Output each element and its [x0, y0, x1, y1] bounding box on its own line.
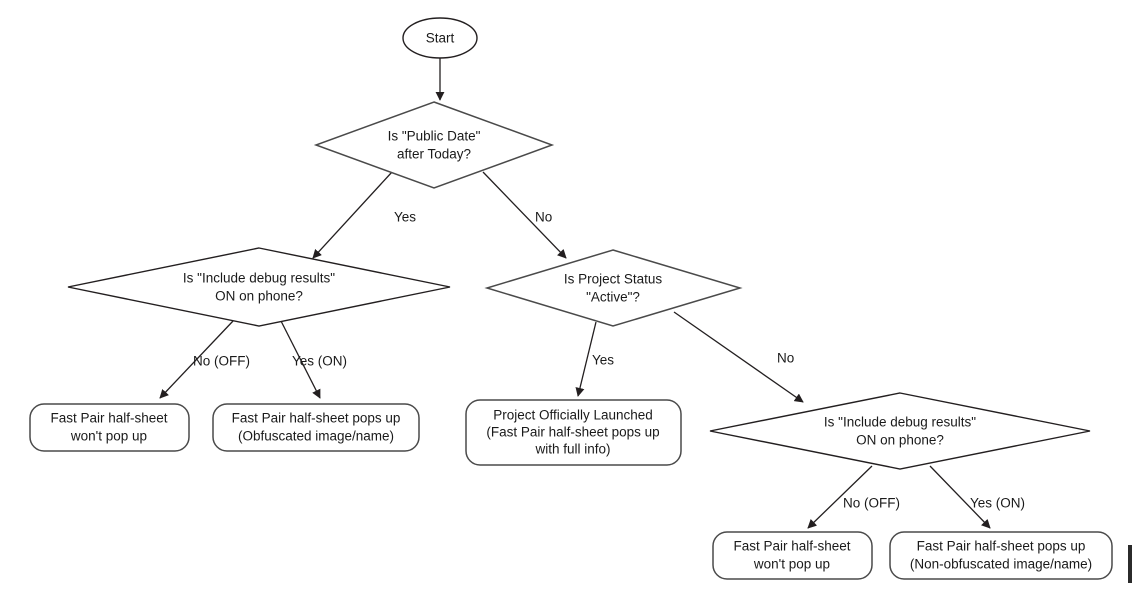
debug-right-line2: ON on phone?	[856, 433, 944, 448]
edge-debug-right-no	[807, 465, 873, 529]
edge-public-date-yes	[312, 171, 393, 259]
debug-right-diamond	[709, 392, 1091, 470]
debug-right-line1: Is "Include debug results"	[824, 415, 976, 430]
edge-label-debug-left-no: No (OFF)	[193, 354, 250, 369]
node-right-no-result[interactable]: Fast Pair half-sheet won't pop up	[712, 531, 873, 580]
right-yes-result-line1: Fast Pair half-sheet pops up	[917, 539, 1086, 554]
node-project-status-decision[interactable]: Is Project Status "Active"?	[484, 249, 743, 327]
edge-label-project-status-yes: Yes	[592, 353, 614, 368]
edge-debug-left-yes	[280, 320, 321, 399]
edge-label-debug-left-yes: Yes (ON)	[292, 354, 347, 369]
edge-project-status-no	[673, 311, 804, 403]
right-no-result-line2: won't pop up	[753, 557, 830, 572]
public-date-diamond	[313, 101, 555, 189]
public-date-line1: Is "Public Date"	[388, 129, 481, 144]
left-no-result-line2: won't pop up	[70, 429, 147, 444]
start-label: Start	[426, 31, 455, 46]
edge-project-status-yes	[575, 321, 597, 397]
node-debug-right-decision[interactable]: Is "Include debug results" ON on phone?	[709, 392, 1091, 470]
right-yes-result-box	[889, 531, 1113, 580]
node-start[interactable]: Start	[402, 17, 478, 59]
start-ellipse	[402, 17, 478, 59]
edge-public-date-no	[482, 171, 567, 259]
left-no-result-line1: Fast Pair half-sheet	[50, 411, 167, 426]
right-yes-result-line2: (Non-obfuscated image/name)	[910, 557, 1092, 572]
edge-label-public-date-yes: Yes	[394, 210, 416, 225]
debug-left-diamond	[67, 247, 451, 327]
public-date-line2: after Today?	[397, 147, 471, 162]
left-yes-result-line2: (Obfuscated image/name)	[238, 429, 394, 444]
launched-result-box	[465, 399, 682, 466]
launched-result-line2: (Fast Pair half-sheet pops up	[486, 425, 659, 440]
project-status-line2: "Active"?	[586, 290, 640, 305]
edge-debug-left-no	[159, 320, 234, 399]
right-no-result-box	[712, 531, 873, 580]
launched-result-line3: with full info)	[534, 442, 610, 457]
edge-label-public-date-no: No	[535, 210, 552, 225]
project-status-line1: Is Project Status	[564, 272, 663, 287]
node-right-yes-result[interactable]: Fast Pair half-sheet pops up (Non-obfusc…	[889, 531, 1113, 580]
node-launched-result[interactable]: Project Officially Launched (Fast Pair h…	[465, 399, 682, 466]
debug-left-line1: Is "Include debug results"	[183, 271, 335, 286]
edge-label-project-status-no: No	[777, 351, 794, 366]
edge-label-debug-right-yes: Yes (ON)	[970, 496, 1025, 511]
left-yes-result-line1: Fast Pair half-sheet pops up	[232, 411, 401, 426]
project-status-diamond	[484, 249, 743, 327]
node-public-date-decision[interactable]: Is "Public Date" after Today?	[313, 101, 555, 189]
edge-label-debug-right-no: No (OFF)	[843, 496, 900, 511]
edge-debug-right-yes	[929, 465, 991, 529]
node-left-no-result[interactable]: Fast Pair half-sheet won't pop up	[29, 403, 190, 452]
right-edge-artifact	[1128, 545, 1132, 583]
node-debug-left-decision[interactable]: Is "Include debug results" ON on phone?	[67, 247, 451, 327]
right-no-result-line1: Fast Pair half-sheet	[733, 539, 850, 554]
edges-layer	[159, 58, 991, 529]
node-left-yes-result[interactable]: Fast Pair half-sheet pops up (Obfuscated…	[212, 403, 420, 452]
edge-labels-layer: Yes No No (OFF) Yes (ON) Yes No No (OFF)…	[193, 210, 1025, 511]
launched-result-line1: Project Officially Launched	[493, 408, 653, 423]
debug-left-line2: ON on phone?	[215, 289, 303, 304]
left-yes-result-box	[212, 403, 420, 452]
left-no-result-box	[29, 403, 190, 452]
